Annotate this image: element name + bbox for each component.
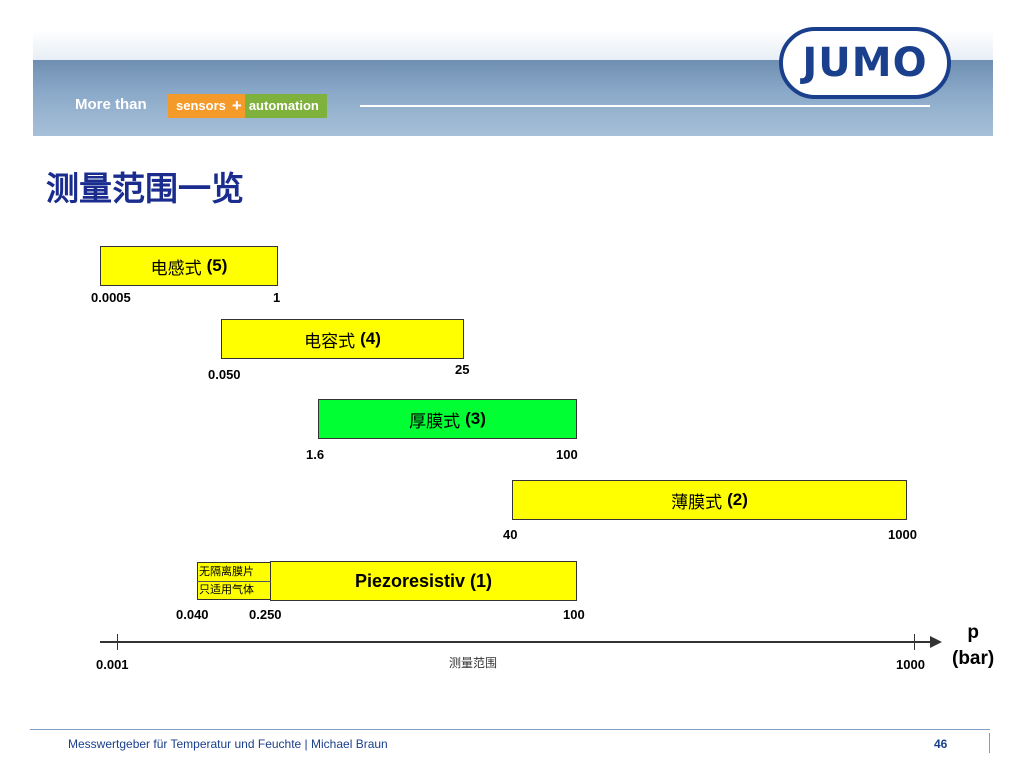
range-min-label: 0.040: [176, 607, 209, 622]
range-min-label: 0.050: [208, 367, 241, 382]
range-max-label: 1000: [888, 527, 917, 542]
plus-icon: +: [229, 94, 245, 118]
range-min-label: 1.6: [306, 447, 325, 462]
slogan-sensors: sensors: [168, 94, 230, 118]
note-line-2: 只适用气体: [199, 584, 254, 596]
slide-title: 测量范围一览: [46, 169, 244, 208]
axis-min-label: 0.001: [96, 657, 129, 672]
axis-caption: 测量范围: [449, 656, 498, 670]
slogan-more-than: More than: [75, 96, 147, 113]
bar-label: Piezoresistiv (1): [354, 570, 493, 591]
bar-number: (5): [206, 256, 228, 275]
bar-number: (4): [360, 329, 381, 348]
bar-number: (3): [465, 409, 486, 428]
axis-max-label: 1000: [896, 657, 925, 672]
axis-arrow-icon: [930, 636, 942, 648]
footer-vertical-divider: [989, 733, 990, 753]
range-bar-inductive: 电感式(5): [100, 246, 278, 286]
axis-unit-label: p (bar): [952, 620, 994, 672]
page-number: 46: [934, 737, 948, 751]
footer-divider: [30, 729, 990, 730]
range-min-label: 0.0005: [91, 290, 131, 305]
bar-number: (2): [727, 490, 748, 509]
range-mid-label: 0.250: [249, 607, 282, 622]
range-bar-thick-film: 厚膜式(3): [318, 399, 577, 439]
range-max-label: 1: [273, 290, 281, 305]
range-min-label: 40: [503, 527, 518, 542]
range-bar-piezoresistive: Piezoresistiv (1): [270, 561, 577, 601]
pressure-axis: [100, 641, 932, 643]
bar-label: 厚膜式: [409, 411, 461, 431]
bar-label: 薄膜式: [671, 492, 723, 512]
range-max-label: 100: [556, 447, 578, 462]
axis-tick-max: [914, 634, 915, 650]
note-separator: [197, 581, 271, 582]
range-max-label: 25: [455, 362, 470, 377]
footer-text: Messwertgeber für Temperatur und Feuchte…: [68, 737, 388, 751]
header-divider-line: [360, 105, 930, 107]
bar-label: 电容式: [304, 331, 356, 351]
note-line-1: 无隔离膜片: [199, 566, 254, 578]
axis-unit-text: (bar): [952, 648, 995, 669]
slogan-badge: sensors + automation: [168, 94, 348, 118]
range-bar-capacitive: 电容式(4): [221, 319, 464, 359]
axis-unit-symbol: p: [967, 622, 979, 643]
range-max-label: 100: [563, 607, 585, 622]
jumo-logo: JUMO: [779, 27, 951, 99]
slogan-automation: automation: [244, 94, 327, 118]
bar-label: 电感式: [150, 258, 202, 278]
range-bar-thin-film: 薄膜式(2): [512, 480, 907, 520]
logo-text: JUMO: [802, 40, 928, 86]
axis-tick-min: [117, 634, 118, 650]
